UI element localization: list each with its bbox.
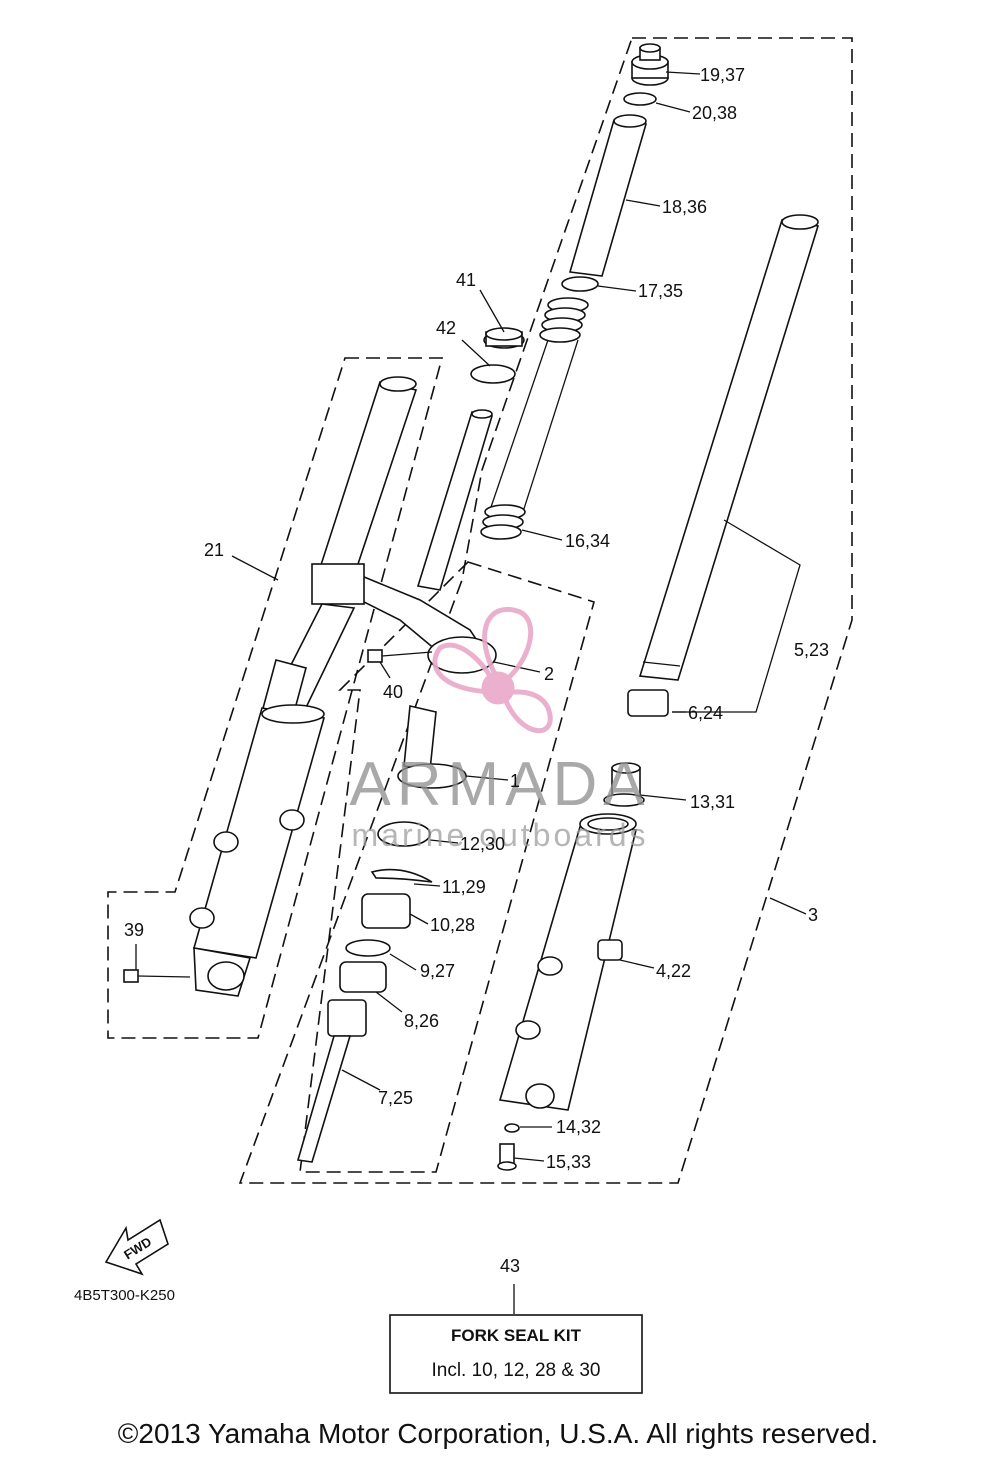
oil-lock-13: [603, 762, 645, 807]
o-ring-20: [623, 92, 657, 106]
fork-seal-kit-box: FORK SEAL KIT Incl. 10, 12, 28 & 30: [389, 1314, 643, 1394]
washer-9: [345, 939, 391, 957]
callout-2: 2: [544, 664, 554, 684]
damper-rod-7: [296, 999, 367, 1163]
washer-14: [504, 1123, 520, 1133]
bolt-39: [123, 969, 191, 983]
callout-9-27: 9,27: [420, 961, 455, 981]
callout-40: 40: [383, 682, 403, 702]
callout-7-25: 7,25: [378, 1088, 413, 1108]
callout-17-35: 17,35: [638, 281, 683, 301]
callout-39: 39: [124, 920, 144, 940]
kit-title: FORK SEAL KIT: [451, 1326, 582, 1345]
dust-seal-12: [377, 821, 431, 847]
leader-lines: [135, 71, 807, 1314]
spring-upper-16: [539, 297, 589, 343]
callout-6-24: 6,24: [688, 703, 723, 723]
callout-8-26: 8,26: [404, 1011, 439, 1031]
bushing-8: [339, 961, 387, 993]
callout-11-29: 11,29: [442, 877, 486, 897]
damper-tube-18: [568, 114, 648, 277]
callout-4-22: 4,22: [656, 961, 691, 981]
assembly-outline-3: [238, 37, 853, 1184]
inner-group-outline: [299, 561, 595, 1173]
callout-18-36: 18,36: [662, 197, 707, 217]
bolt-15: [497, 1143, 517, 1171]
cap-41: [483, 327, 525, 349]
diagram-code: 4B5T300-K250: [74, 1287, 175, 1304]
callout-10-28: 10,28: [430, 915, 475, 935]
outer-lower-4: [498, 813, 637, 1111]
clip-11: [370, 868, 433, 883]
propeller-logo: [432, 606, 553, 734]
callout-42: 42: [436, 318, 456, 338]
callout-13-31: 13,31: [690, 792, 735, 812]
copyright-text: ©2013 Yamaha Motor Corporation, U.S.A. A…: [118, 1418, 878, 1449]
callout-3: 3: [808, 905, 818, 925]
bolt-40: [367, 649, 433, 663]
watermark-brand: ARMADA: [349, 750, 650, 819]
watermark: ARMADA marine outboards: [349, 606, 650, 853]
left-fork-assembly-21: [189, 376, 418, 997]
callout-20-38: 20,38: [692, 103, 737, 123]
callout-12-30: 12,30: [460, 834, 505, 854]
callout-21: 21: [204, 540, 224, 560]
steering-stem: [416, 409, 494, 591]
washer-17: [561, 276, 599, 292]
ring-42: [470, 364, 516, 384]
kit-contents: Incl. 10, 12, 28 & 30: [431, 1360, 600, 1381]
spring-body-lines: [489, 339, 579, 516]
cap-bolt-19: [631, 43, 669, 86]
oil-seal-10: [361, 893, 411, 929]
callout-1: 1: [510, 771, 520, 791]
assembly-outline-21: [107, 357, 444, 1039]
callout-15-33: 15,33: [546, 1152, 591, 1172]
callout-5-23: 5,23: [794, 640, 829, 660]
callout-14-32: 14,32: [556, 1117, 601, 1137]
fork-guard-1: [397, 705, 467, 789]
spring-lower-16: [480, 504, 526, 540]
outer-tube-5: [638, 214, 820, 681]
callout-43: 43: [500, 1256, 520, 1276]
callout-16-34: 16,34: [565, 531, 610, 551]
callout-19-37: 19,37: [700, 65, 745, 85]
fwd-arrow-icon: FWD: [104, 1218, 169, 1276]
watermark-tagline: marine outboards: [351, 817, 648, 853]
bushing-6: [627, 689, 669, 717]
callout-41: 41: [456, 270, 476, 290]
